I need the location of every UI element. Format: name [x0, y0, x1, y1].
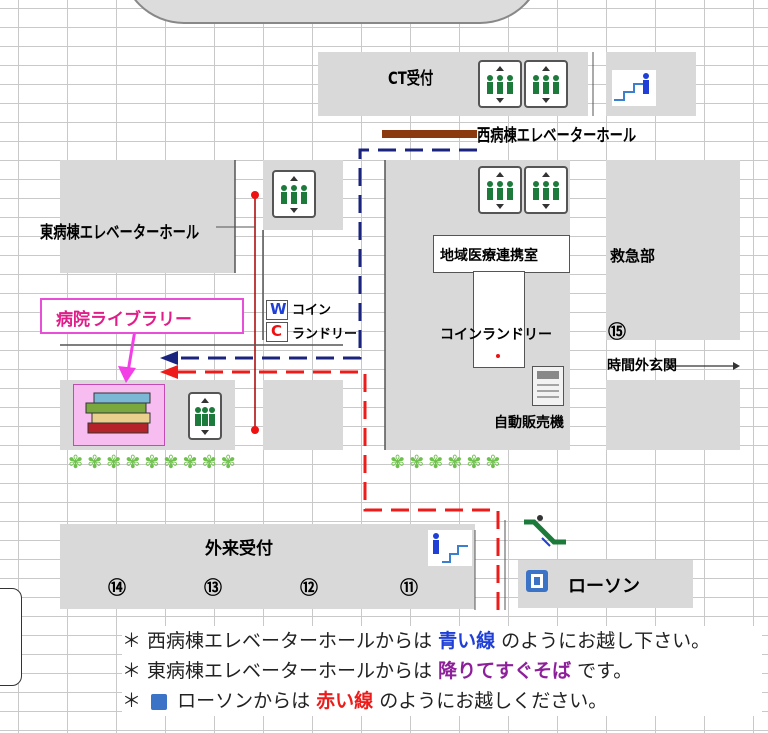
plant-icon: ✾✾✾✾✾✾ — [390, 452, 505, 473]
coin-w-box: W — [266, 300, 288, 320]
after-hours-entrance-label: 時間外玄関 — [607, 358, 677, 374]
note-emphasis-blue: 青い線 — [438, 630, 496, 652]
coin-c-letter: C — [271, 322, 283, 340]
counter-14: ⑭ — [108, 578, 126, 599]
laundry-room-inner — [473, 271, 525, 368]
note-text: ＊ 西病棟エレベーターホールからは — [122, 630, 439, 652]
note-emphasis-purple: 降りてすぐそば — [438, 660, 572, 682]
elevator-icon — [478, 166, 522, 214]
elevator-icon — [524, 60, 568, 108]
liaison-room-inner — [433, 235, 570, 273]
lawson-icon — [526, 570, 548, 592]
coin-w-letter: W — [270, 300, 287, 318]
coin-laundry-label: コインランドリー — [440, 327, 552, 343]
note-text: のようにお越し下さい。 — [495, 630, 711, 652]
east-elevator-hall-label: 東病棟エレベーターホール — [40, 223, 200, 243]
stairs-icon — [612, 70, 656, 106]
library-side-block — [263, 380, 343, 450]
elevator-icon — [478, 60, 522, 108]
emergency-number: ⑮ — [608, 322, 626, 343]
books-icon — [73, 384, 165, 446]
title-cloud — [120, 0, 544, 24]
vending-machine-icon — [532, 366, 564, 406]
note-text: ＊ 東病棟エレベーターホールからは — [122, 660, 439, 682]
library-callout: 病院ライブラリー — [40, 298, 244, 334]
outpatient-building — [60, 524, 475, 609]
coin-label-2: ランドリー — [292, 327, 358, 342]
note-emphasis-red: 赤い線 — [316, 690, 374, 712]
vending-machine-label: 自動販売機 — [494, 415, 564, 431]
emergency-label: 救急部 — [610, 247, 656, 265]
library-label: 病院ライブラリー — [56, 310, 192, 330]
lawson-icon — [151, 693, 168, 710]
note-text: のようにお越しください。 — [373, 690, 608, 712]
elevator-icon — [524, 166, 568, 214]
coin-c-box: C — [266, 322, 288, 342]
emergency-building-lower — [606, 380, 740, 450]
note-row: ＊ 東病棟エレベーターホールからは 降りてすぐそば です。 — [122, 656, 762, 686]
note-text: ローソンからは — [171, 690, 317, 712]
elevator-icon — [272, 170, 316, 218]
escalator-icon — [520, 512, 570, 552]
lawson-label: ローソン — [568, 576, 640, 597]
note-row: ＊ 西病棟エレベーターホールからは 青い線 のようにお越し下さい。 — [122, 626, 762, 656]
east-block-left — [60, 160, 235, 273]
stairs-icon — [428, 530, 472, 566]
regional-liaison-label: 地域医療連携室 — [440, 248, 538, 264]
plant-icon: ✾✾✾✾✾✾✾✾✾ — [68, 452, 240, 473]
note-text: ＊ — [122, 690, 148, 712]
ct-reception-label: CT受付 — [388, 69, 434, 89]
coin-label-1: コイン — [292, 303, 332, 318]
note-row: ＊ ローソンからは 赤い線 のようにお越しください。 — [122, 686, 762, 716]
counter-13: ⑬ — [204, 578, 222, 599]
note-text: です。 — [571, 660, 633, 682]
elevator-icon — [188, 392, 222, 440]
counter-11: ⑪ — [400, 578, 418, 599]
emergency-building — [606, 160, 740, 340]
counter-12: ⑫ — [300, 578, 318, 599]
side-note-box — [0, 588, 22, 686]
west-elevator-hall-label: 西病棟エレベーターホール — [477, 126, 637, 146]
notes: ＊ 西病棟エレベーターホールからは 青い線 のようにお越し下さい。 ＊ 東病棟エ… — [122, 626, 762, 716]
outpatient-reception-label: 外来受付 — [205, 539, 273, 559]
